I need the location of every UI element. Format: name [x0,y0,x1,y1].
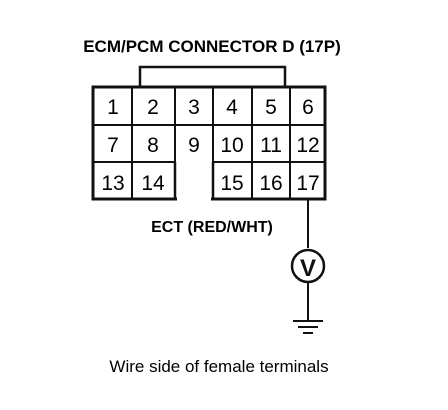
pin-13: 13 [101,172,124,195]
pin-2: 2 [147,96,159,119]
pin-6: 6 [302,96,314,119]
pin-4: 4 [226,96,238,119]
pin-8: 8 [147,134,159,157]
diagram-caption: Wire side of female terminals [109,357,328,376]
connector-title: ECM/PCM CONNECTOR D (17P) [83,37,341,56]
pin-1: 1 [107,96,119,119]
connector-key-notch [177,163,211,201]
pin-17: 17 [296,172,319,195]
pin-14: 14 [141,172,165,195]
voltmeter-symbol: V [300,255,316,282]
pin-7: 7 [107,134,119,157]
connector-lock-tab [138,65,287,88]
pin-3: 3 [188,96,200,119]
pin-16: 16 [259,172,282,195]
pin-15: 15 [220,172,243,195]
pin-11: 11 [260,134,282,157]
pin-12: 12 [296,134,319,157]
ground-icon [293,320,323,334]
pin-9: 9 [188,134,200,157]
pin-10: 10 [220,134,243,157]
pin-5: 5 [265,96,277,119]
signal-label: ECT (RED/WHT) [151,219,273,236]
